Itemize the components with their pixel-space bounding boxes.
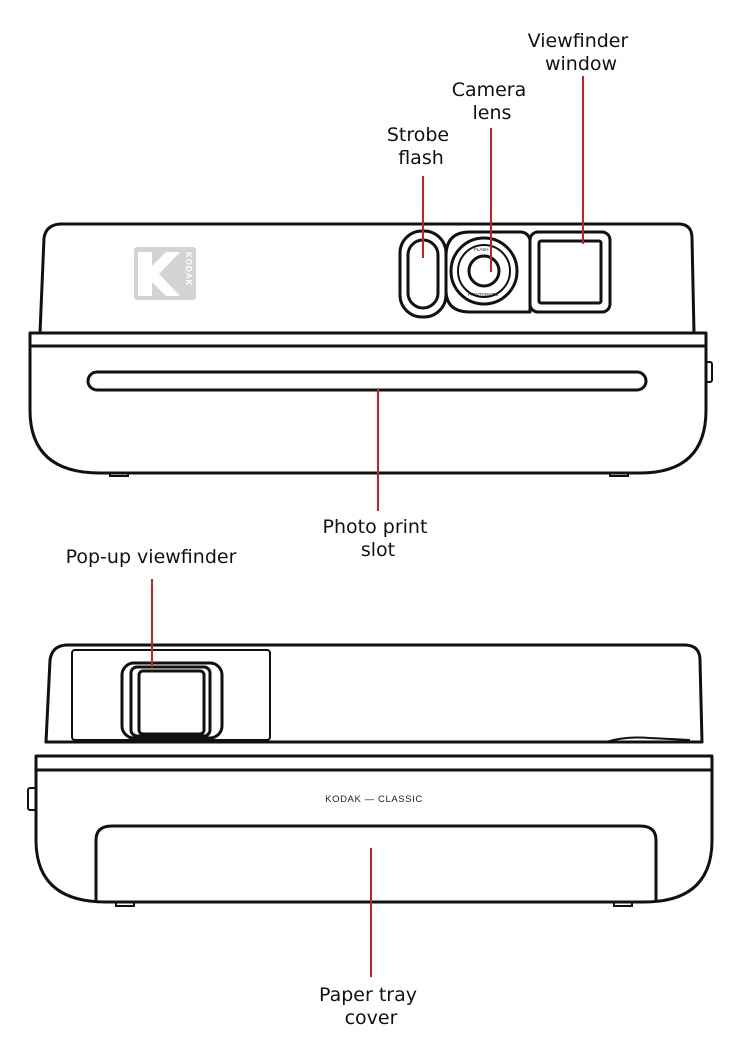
front-foot-right xyxy=(609,473,629,477)
back-top-ridge xyxy=(605,736,691,743)
popup-viewfinder xyxy=(137,669,206,736)
camera-lens xyxy=(467,254,501,288)
label-popup-viewfinder: Pop-up viewfinder xyxy=(66,546,237,568)
front-top-housing xyxy=(38,222,696,335)
back-side-button xyxy=(27,787,37,811)
label-viewfinder-window: Viewfinder window xyxy=(528,30,635,75)
label-photo-print-slot: Photo print slot xyxy=(323,516,434,561)
back-view: KODAK — CLASSIC Pop-up viewfinder Paper … xyxy=(27,546,714,1029)
front-foot-left xyxy=(109,473,129,477)
kodak-logo-text: KODAK xyxy=(184,252,193,286)
front-side-button xyxy=(705,361,713,383)
popup-viewfinder-housing xyxy=(71,649,271,741)
camera-lens-text-ring xyxy=(457,244,511,298)
lens-ring-text-bottom: PRINTOMATIC xyxy=(468,292,499,297)
brand-text: KODAK — CLASSIC xyxy=(325,794,423,805)
front-base-band xyxy=(28,331,708,348)
lens-ring-text-top: FLASH xyxy=(474,247,489,252)
kodak-logo-icon: KODAK xyxy=(134,247,196,300)
lens-housing xyxy=(444,230,532,314)
back-lower-body xyxy=(34,768,714,904)
back-foot-left xyxy=(115,902,135,907)
label-paper-tray-cover: Paper tray cover xyxy=(319,984,423,1029)
popup-viewfinder-frame xyxy=(120,661,224,740)
front-lower-body xyxy=(28,344,708,475)
popup-viewfinder-inner-frame xyxy=(129,665,212,738)
label-camera-lens: Camera lens xyxy=(452,79,533,124)
back-top-housing xyxy=(44,643,704,744)
front-view: KODAK FLASH PRINTOMATIC Viewfinder windo… xyxy=(28,30,713,561)
viewfinder-window xyxy=(537,239,603,305)
photo-print-slot xyxy=(86,370,648,392)
camera-lens-outer-ring xyxy=(449,236,519,306)
label-strobe-flash: Strobe flash xyxy=(387,124,455,169)
back-foot-right xyxy=(613,902,633,907)
viewfinder-window-frame xyxy=(528,230,612,314)
back-base-band xyxy=(34,754,714,772)
paper-tray-cover xyxy=(94,824,658,902)
